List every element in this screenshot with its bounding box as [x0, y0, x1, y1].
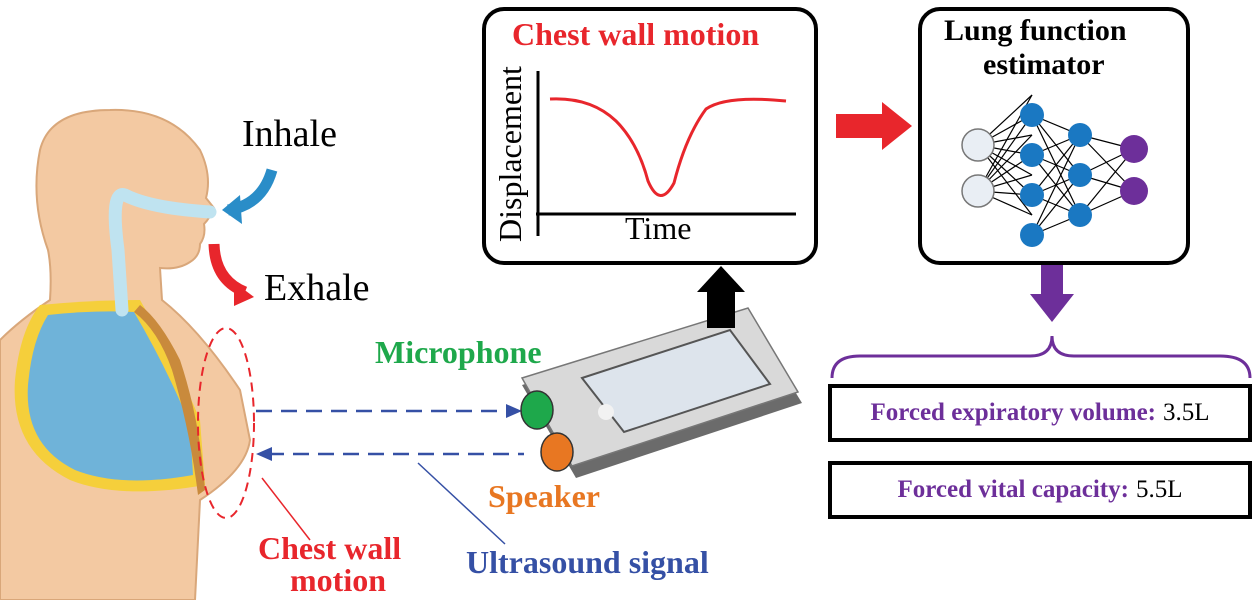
microphone-label: Microphone	[375, 334, 542, 370]
exhale-arrowhead	[234, 282, 254, 306]
airway-path	[108, 188, 217, 317]
chest-wall-motion-label-line1: Chest wall	[258, 530, 402, 566]
inhale-arrowhead	[222, 195, 242, 224]
spine-shape	[134, 305, 205, 495]
ultrasound-signal-label: Ultrasound signal	[466, 544, 709, 580]
lung-function-estimator-panel	[918, 7, 1190, 265]
nn-output-nodes	[1120, 135, 1148, 205]
exhale-label: Exhale	[264, 267, 370, 309]
speaker-label: Speaker	[488, 478, 600, 514]
fvc-value: 5.5L	[1135, 476, 1183, 503]
purple-arrow-head	[1030, 294, 1074, 322]
fev-value: 3.5L	[1163, 399, 1210, 426]
ultrasound-to-mic-head	[506, 404, 522, 418]
chest-wall-pointer	[261, 477, 311, 541]
inhale-label: Inhale	[242, 113, 337, 155]
displacement-plot	[536, 71, 796, 236]
result-box-fev: Forced expiratory volume: 3.5L	[828, 384, 1252, 442]
up-arrow-shaft	[707, 290, 735, 328]
y-axis-label: Displacement	[492, 66, 528, 242]
purple-bracket	[830, 335, 1252, 379]
exhale-arrow	[208, 243, 248, 298]
displacement-curve	[549, 97, 787, 197]
nn-input-nodes	[961, 128, 995, 208]
estimator-title-line1: Lung function	[944, 14, 1127, 47]
estimator-title-line2: estimator	[983, 48, 1105, 81]
fev-name: Forced expiratory volume:	[870, 399, 1157, 426]
fvc-name: Forced vital capacity:	[897, 476, 1129, 503]
neural-network-icon	[961, 94, 1148, 247]
speaker-dot	[540, 432, 574, 472]
x-axis-label: Time	[625, 210, 692, 246]
up-arrow-head	[697, 266, 745, 292]
chest-wall-motion-title: Chest wall motion	[512, 16, 760, 52]
chest-wall-motion-label-line2: motion	[290, 562, 386, 598]
red-arrow-head	[882, 102, 912, 150]
ultrasound-pointer	[417, 462, 506, 545]
purple-arrow-shaft	[1041, 265, 1063, 297]
phone-button	[598, 404, 614, 420]
microphone-dot	[520, 390, 554, 430]
result-box-fvc: Forced vital capacity: 5.5L	[828, 461, 1252, 519]
lung-fill	[27, 311, 193, 481]
chest-wall-motion-panel	[482, 7, 818, 265]
red-arrow-shaft	[836, 114, 884, 138]
ultrasound-from-speaker-head	[256, 447, 272, 461]
nn-hidden-nodes	[1020, 103, 1092, 247]
nn-connections	[977, 94, 1135, 236]
chest-wall-ellipse	[197, 327, 255, 519]
